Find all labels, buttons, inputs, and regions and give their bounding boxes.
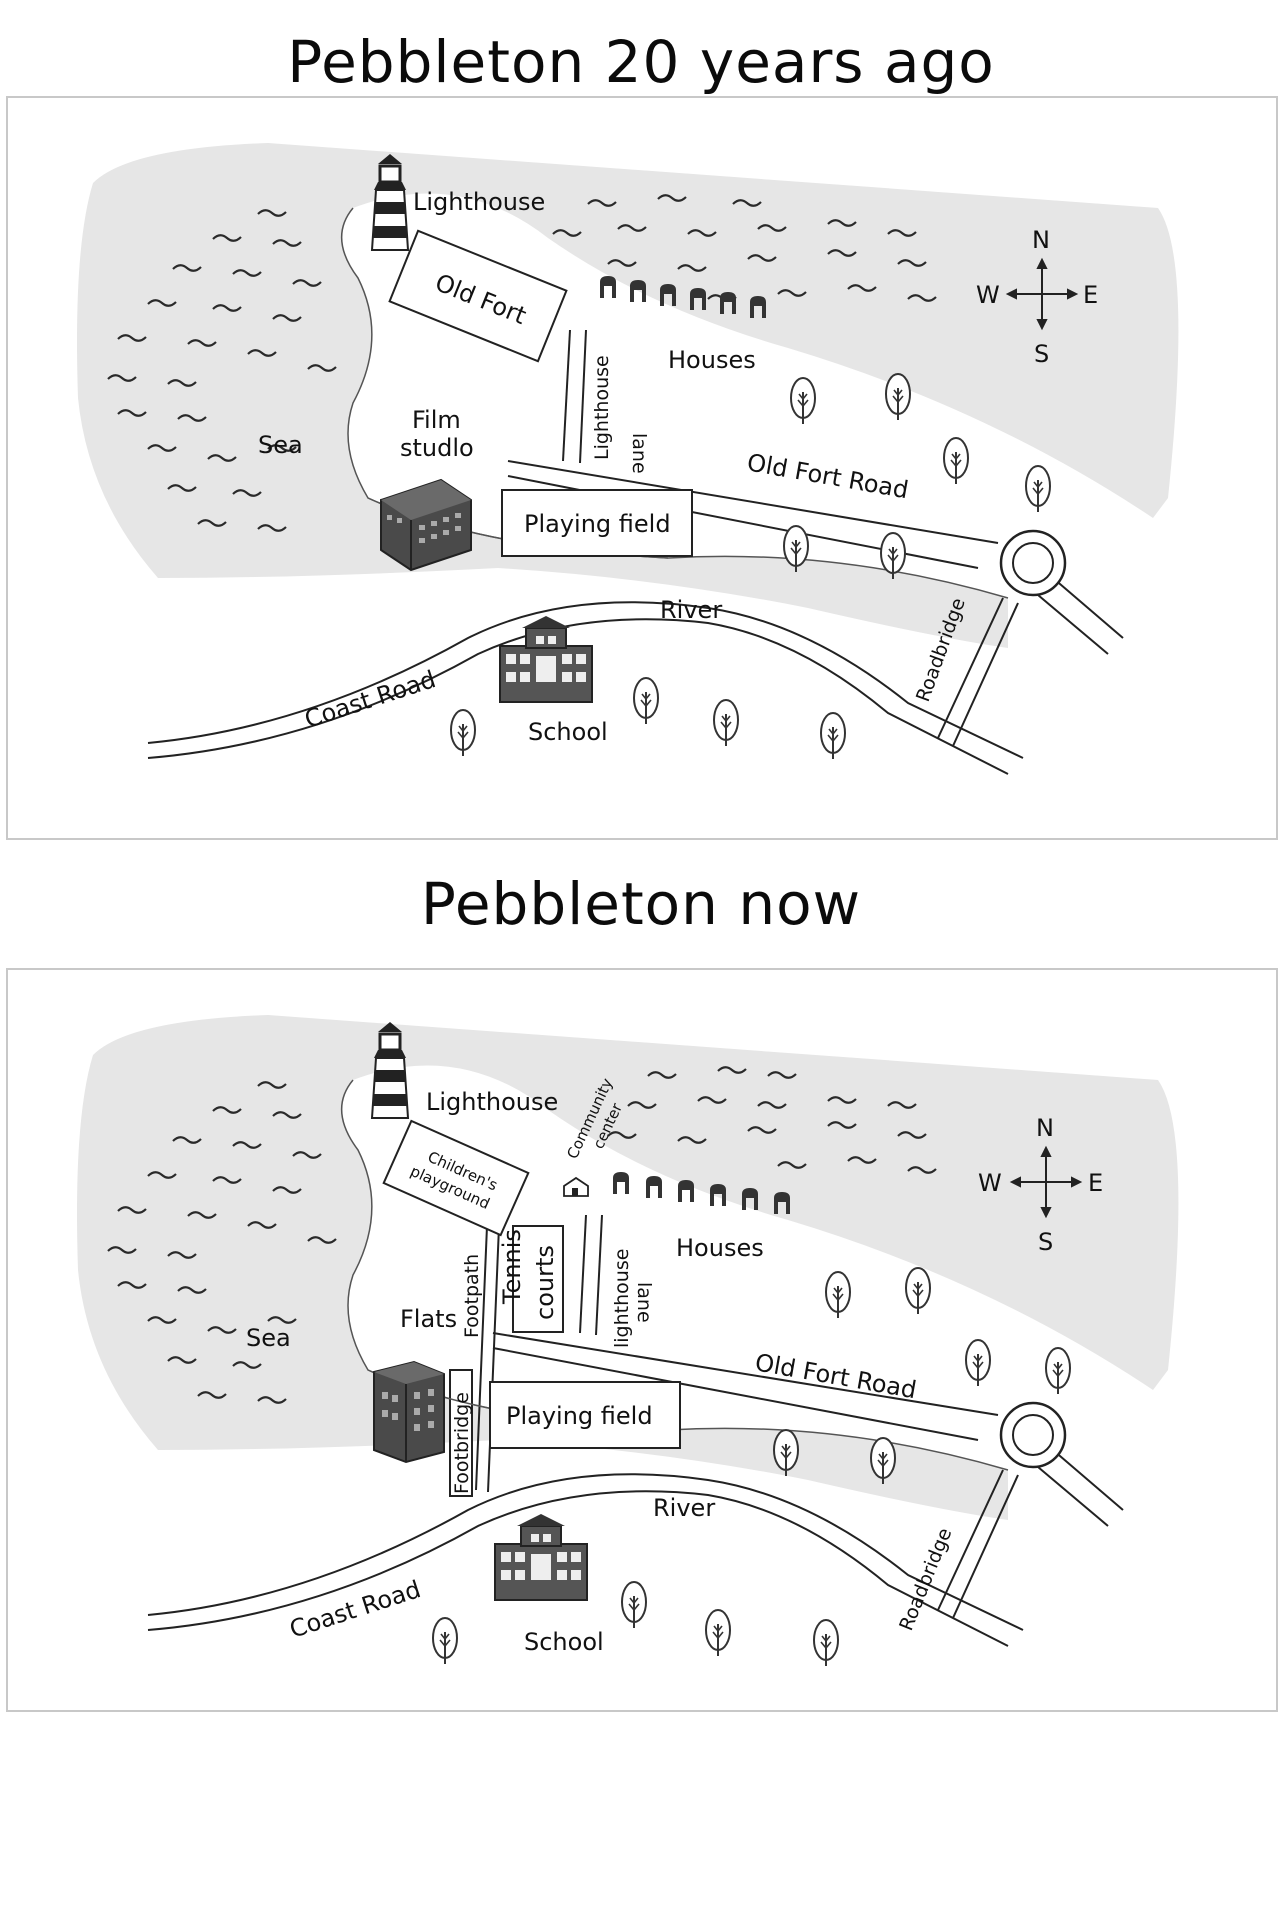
- old-fort-road-label: Old Fort Road: [745, 448, 911, 504]
- old-fort-road-label: Old Fort Road: [753, 1348, 919, 1404]
- film-studio-label-2: studlo: [400, 434, 474, 462]
- roads: [147, 1214, 1124, 1647]
- sea-area: [77, 143, 1179, 648]
- sea-area: [77, 1015, 1179, 1520]
- tree-icon: [965, 1339, 991, 1387]
- map-panel-past: Lighthouse Old Fort Houses Lighthouse la…: [6, 96, 1278, 840]
- river-label: River: [653, 1494, 715, 1522]
- lighthouse-lane-label-1: lighthouse: [611, 1249, 633, 1348]
- playing-field: [501, 489, 693, 557]
- flats-building: [373, 1360, 445, 1464]
- compass-s: S: [1038, 1228, 1053, 1256]
- tennis-courts: [512, 1225, 564, 1333]
- lighthouse-label: Lighthouse: [426, 1088, 558, 1116]
- compass-e: E: [1083, 281, 1098, 309]
- school-label: School: [528, 718, 608, 746]
- tree-icon: [1025, 465, 1051, 513]
- footpath-label: Footpath: [461, 1254, 483, 1338]
- river-label: River: [660, 596, 722, 624]
- roadbridge-label: Roadbridge: [895, 1525, 956, 1634]
- tree-icon: [825, 1271, 851, 1319]
- school-building-icon: [499, 615, 593, 703]
- map-svg-now: Lighthouse Community center Children's p…: [77, 1015, 1179, 1667]
- compass-w: W: [978, 1169, 1002, 1197]
- map-title-past: Pebbleton 20 years ago: [287, 28, 995, 96]
- lighthouse-lane-label-2: lane: [633, 1282, 655, 1323]
- tree-icon: [1045, 1347, 1071, 1395]
- tree-icon: [813, 1619, 839, 1667]
- compass-rose-icon: [1005, 257, 1079, 331]
- tree-icon: [705, 1609, 731, 1657]
- school-label: School: [524, 1628, 604, 1656]
- tree-icon: [633, 677, 659, 725]
- old-fort: Old Fort: [388, 229, 568, 363]
- tree-icon: [621, 1581, 647, 1629]
- childrens-playground: Children's playground: [382, 1119, 530, 1237]
- coast-road-label: Coast Road: [286, 1575, 424, 1644]
- map-svg-past: Lighthouse Old Fort Houses Lighthouse la…: [77, 143, 1179, 775]
- compass-e: E: [1088, 1169, 1103, 1197]
- tree-icon: [943, 437, 969, 485]
- community-center-icon: [563, 1176, 589, 1197]
- playing-field-label: Playing field: [524, 510, 671, 538]
- tree-icon: [450, 709, 476, 757]
- sea-label: Sea: [258, 431, 303, 459]
- map-title-now: Pebbleton now: [420, 870, 862, 938]
- sea-label: Sea: [246, 1324, 291, 1352]
- coast-road-label: Coast Road: [301, 665, 439, 734]
- tree-icon: [713, 699, 739, 747]
- compass-s: S: [1034, 340, 1049, 368]
- tree-icon: [432, 1617, 458, 1665]
- map-panel-now: Lighthouse Community center Children's p…: [6, 968, 1278, 1712]
- lighthouse-label: Lighthouse: [413, 188, 545, 216]
- school-building-icon: [494, 1513, 588, 1601]
- lighthouse-lane-label-2: lane: [628, 433, 650, 474]
- tree-icon: [790, 377, 816, 425]
- compass-n: N: [1036, 1114, 1054, 1142]
- playing-field: [489, 1381, 681, 1449]
- tennis-courts-label-2: courts: [531, 1245, 559, 1320]
- playing-field-label: Playing field: [506, 1402, 653, 1430]
- footbridge: [449, 1369, 473, 1497]
- compass-w: W: [976, 281, 1000, 309]
- tree-icon: [905, 1267, 931, 1315]
- compass-rose-icon: [1009, 1145, 1083, 1219]
- lighthouse-lane-label-1: Lighthouse: [591, 355, 613, 460]
- film-studio-building: [380, 478, 472, 572]
- flats-label: Flats: [400, 1305, 457, 1333]
- film-studio-label-1: Film: [412, 406, 461, 434]
- tree-icon: [820, 712, 846, 760]
- footbridge-label: Footbridge: [451, 1392, 473, 1494]
- tree-icon: [885, 373, 911, 421]
- compass-n: N: [1032, 226, 1050, 254]
- tennis-courts-label-1: Tennis: [498, 1229, 526, 1305]
- roads: [147, 329, 1124, 775]
- houses-label: Houses: [668, 346, 756, 374]
- houses-label: Houses: [676, 1234, 764, 1262]
